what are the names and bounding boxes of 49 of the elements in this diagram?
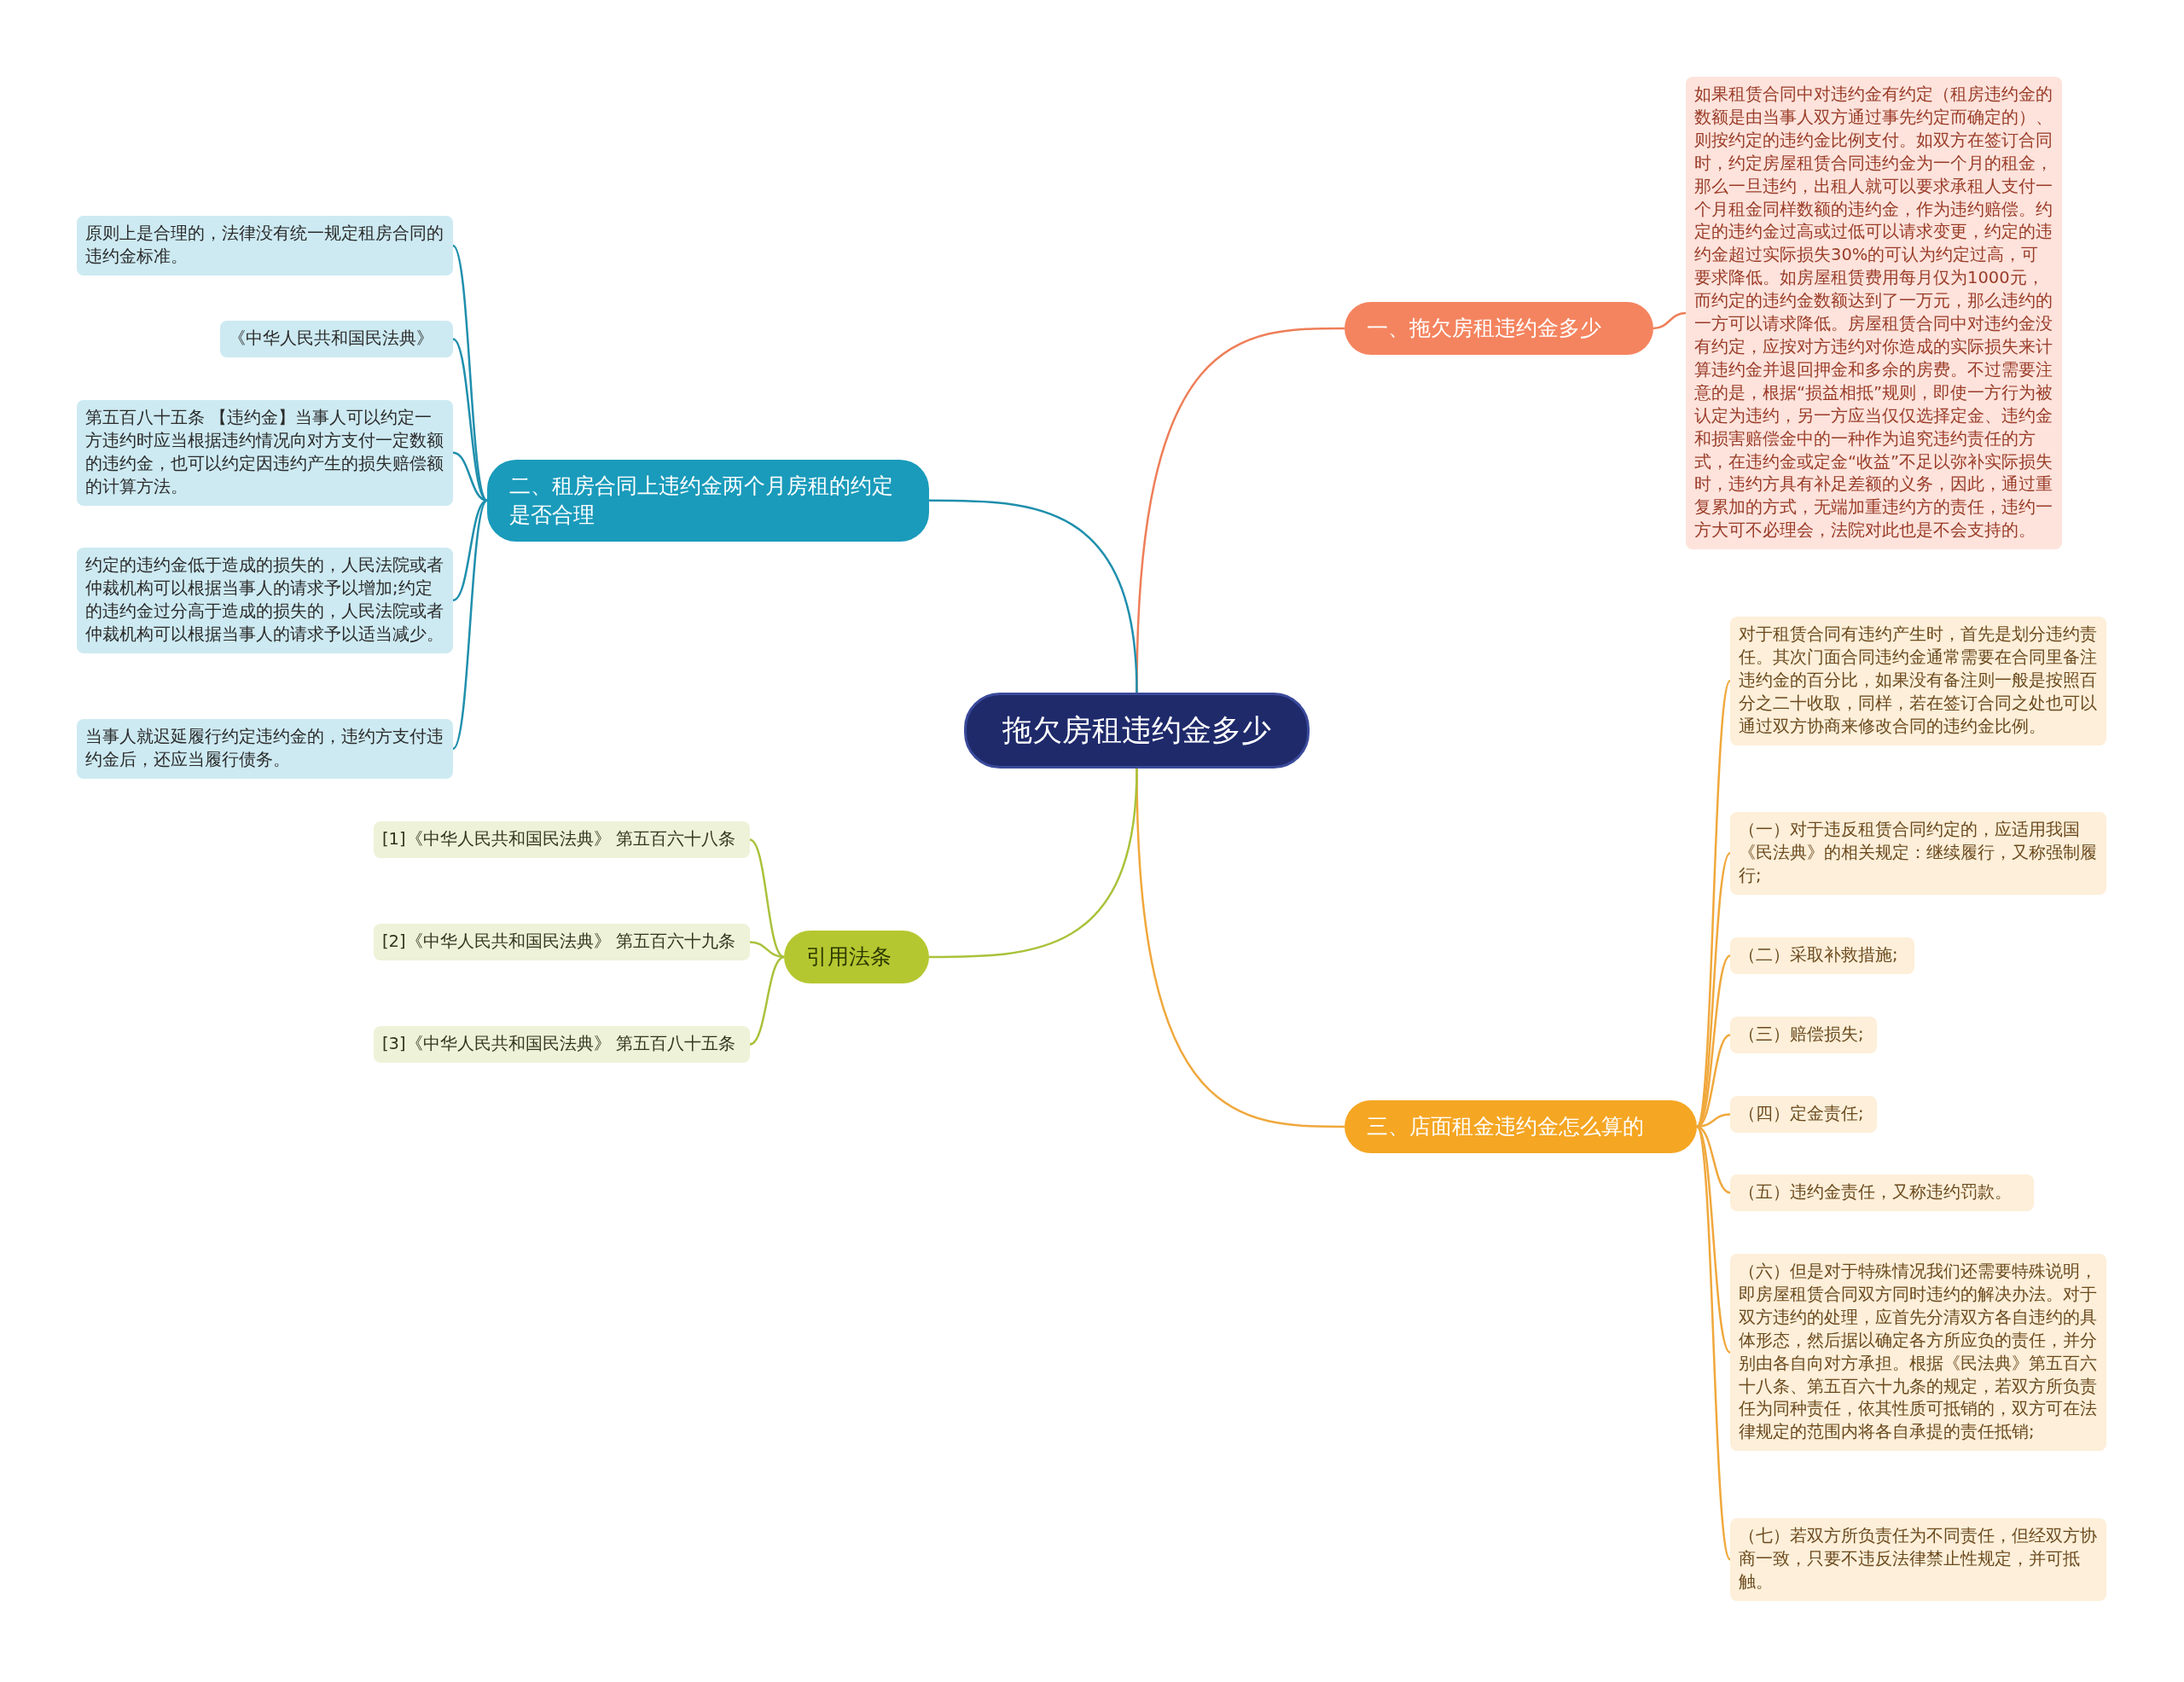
connector-line xyxy=(452,338,488,502)
note-text: [1]《中华人民共和国民法典》 第五百六十八条 xyxy=(382,828,736,850)
connector-line xyxy=(452,499,488,750)
note-text: （七）若双方所负责任为不同责任，但经双方协商一致，只要不违反法律禁止性规定，并可抵触。 xyxy=(1739,1525,2098,1593)
central-topic-text: 拖欠房租违约金多少 xyxy=(1002,712,1272,749)
connector-line xyxy=(1695,1126,1732,1560)
note-text: （三）赔偿损失; xyxy=(1739,1024,1865,1046)
note-card xyxy=(77,548,453,653)
note-card xyxy=(1730,1518,2106,1601)
note-card xyxy=(1730,1096,1877,1133)
branch-topic-text: 引用法条 xyxy=(806,943,892,971)
note-card xyxy=(77,400,453,506)
connector-line xyxy=(1696,1126,1731,1354)
note-text: （六）但是对于特殊情况我们还需要特殊说明，即房屋租赁合同双方同时违约的解决办法。对于双方违约的处理，应首先分清双方各自违约的具体形态，然后据以确定各方所应负的责任，并分别由各自向对方承担。根据《民法典》第五百六十八条、第五百六十九条的规定，若双方所负责任为同种责任，依其性质可抵销的，双方可在法律规定的范围内将各自承提的责任抵销; xyxy=(1739,1261,2098,1444)
note-text: 如果租赁合同中对违约金有约定（租房违约金的数额是由当事人双方通过事先约定而确定的）、则按约定的违约金比例支付。如双方在签订合同时，约定房屋租赁合同违约金为一个月的租金，那么一旦违约，出租人就可以要求承租人支付一个月租金同样数额的违约金，作为违约赔偿。约定的违约金过高或过低可以请求变更，约定的违约金超过实际损失30%的可认为约定过高，可要求降低。如房屋租赁费用每月仅为1000元，而约定的违约金数额达到了一万元，那么违约的一方可以请求降低。房屋租赁合同中对违约金没有约定，应按对方违约对你造成的实际损失来计算违约金并退回押金和多余的房费。不过需要注意的是，根据“损益相抵”规则，即使一方行为被认定为违约，另一方应当仅仅选择定金、违约金和损害赔偿金中的一种作为追究违约责任的方式，在违约金或定金“收益”不足以弥补实际损失时，违约方具有补足差额的义务，因此，通过重复累加的方式，无端加重违约方的责任，违约一方大可不必理会，法院对此也是不会支持的。 xyxy=(1694,84,2053,542)
note-card xyxy=(374,821,750,858)
note-text: 第五百八十五条 【违约金】当事人可以约定一方违约时应当根据违约情况向对方支付一定数额的违约金，也可以约定因违约产生的损失赔偿额的计算方法。 xyxy=(85,407,444,498)
connector-line xyxy=(749,955,785,1046)
branch-topic-text: 三、店面租金违约金怎么算的 xyxy=(1367,1113,1645,1140)
note-card xyxy=(374,924,750,960)
note-text: [2]《中华人民共和国民法典》 第五百六十九条 xyxy=(382,931,736,953)
note-text: （五）违约金责任，又称违约罚款。 xyxy=(1739,1181,2013,1204)
note-card xyxy=(1730,937,1914,974)
note-card xyxy=(374,1026,750,1063)
connector-line xyxy=(1653,311,1687,330)
note-text: 《中华人民共和国民法典》 xyxy=(229,328,434,350)
note-card xyxy=(77,216,453,276)
connector-line xyxy=(929,768,1138,959)
note-card xyxy=(220,321,453,357)
note-text: 约定的违约金低于造成的损失的，人民法院或者仲裁机构可以根据当事人的请求予以增加;约定的违约金过分高于造成的损失的，人民法院或者仲裁机构可以根据当事人的请求予以适当减少。 xyxy=(85,554,444,646)
connector-line xyxy=(929,499,1138,693)
note-text: （一）对于违反租赁合同约定的，应适用我国《民法典》的相关规定：继续履行，又称强制履行; xyxy=(1739,819,2098,887)
note-text: 对于租赁合同有违约产生时，首先是划分违约责任。其次门面合同违约金通常需要在合同里备注违约金的百分比，如果没有备注则一般是按照百分之二十收取，同样，若在签订合同之处也可以通过双方协商来修改合同的违约金比例。 xyxy=(1739,624,2098,738)
connector-line xyxy=(1695,680,1732,1128)
note-card xyxy=(1730,617,2106,745)
connector-line xyxy=(452,499,488,601)
note-text: （四）定金责任; xyxy=(1739,1103,1865,1125)
note-card xyxy=(1730,1174,2034,1211)
connector-line xyxy=(749,941,785,959)
branch-topic-text: 二、租房合同上违约金两个月房租的约定是否合理 xyxy=(509,473,894,529)
note-text: （二）采取补救措施; xyxy=(1739,944,1899,966)
note-card xyxy=(1730,1017,1877,1053)
branch-topic-box xyxy=(487,460,929,542)
note-text: 原则上是合理的，法律没有统一规定租房合同的违约金标准。 xyxy=(85,223,444,268)
note-text: [3]《中华人民共和国民法典》 第五百八十五条 xyxy=(382,1033,736,1055)
note-card xyxy=(1730,812,2106,895)
branch-topic-text: 一、拖欠房租违约金多少 xyxy=(1367,315,1602,342)
note-text: 当事人就迟延履行约定违约金的，违约方支付违约金后，还应当履行债务。 xyxy=(85,726,444,771)
note-card xyxy=(77,719,453,779)
